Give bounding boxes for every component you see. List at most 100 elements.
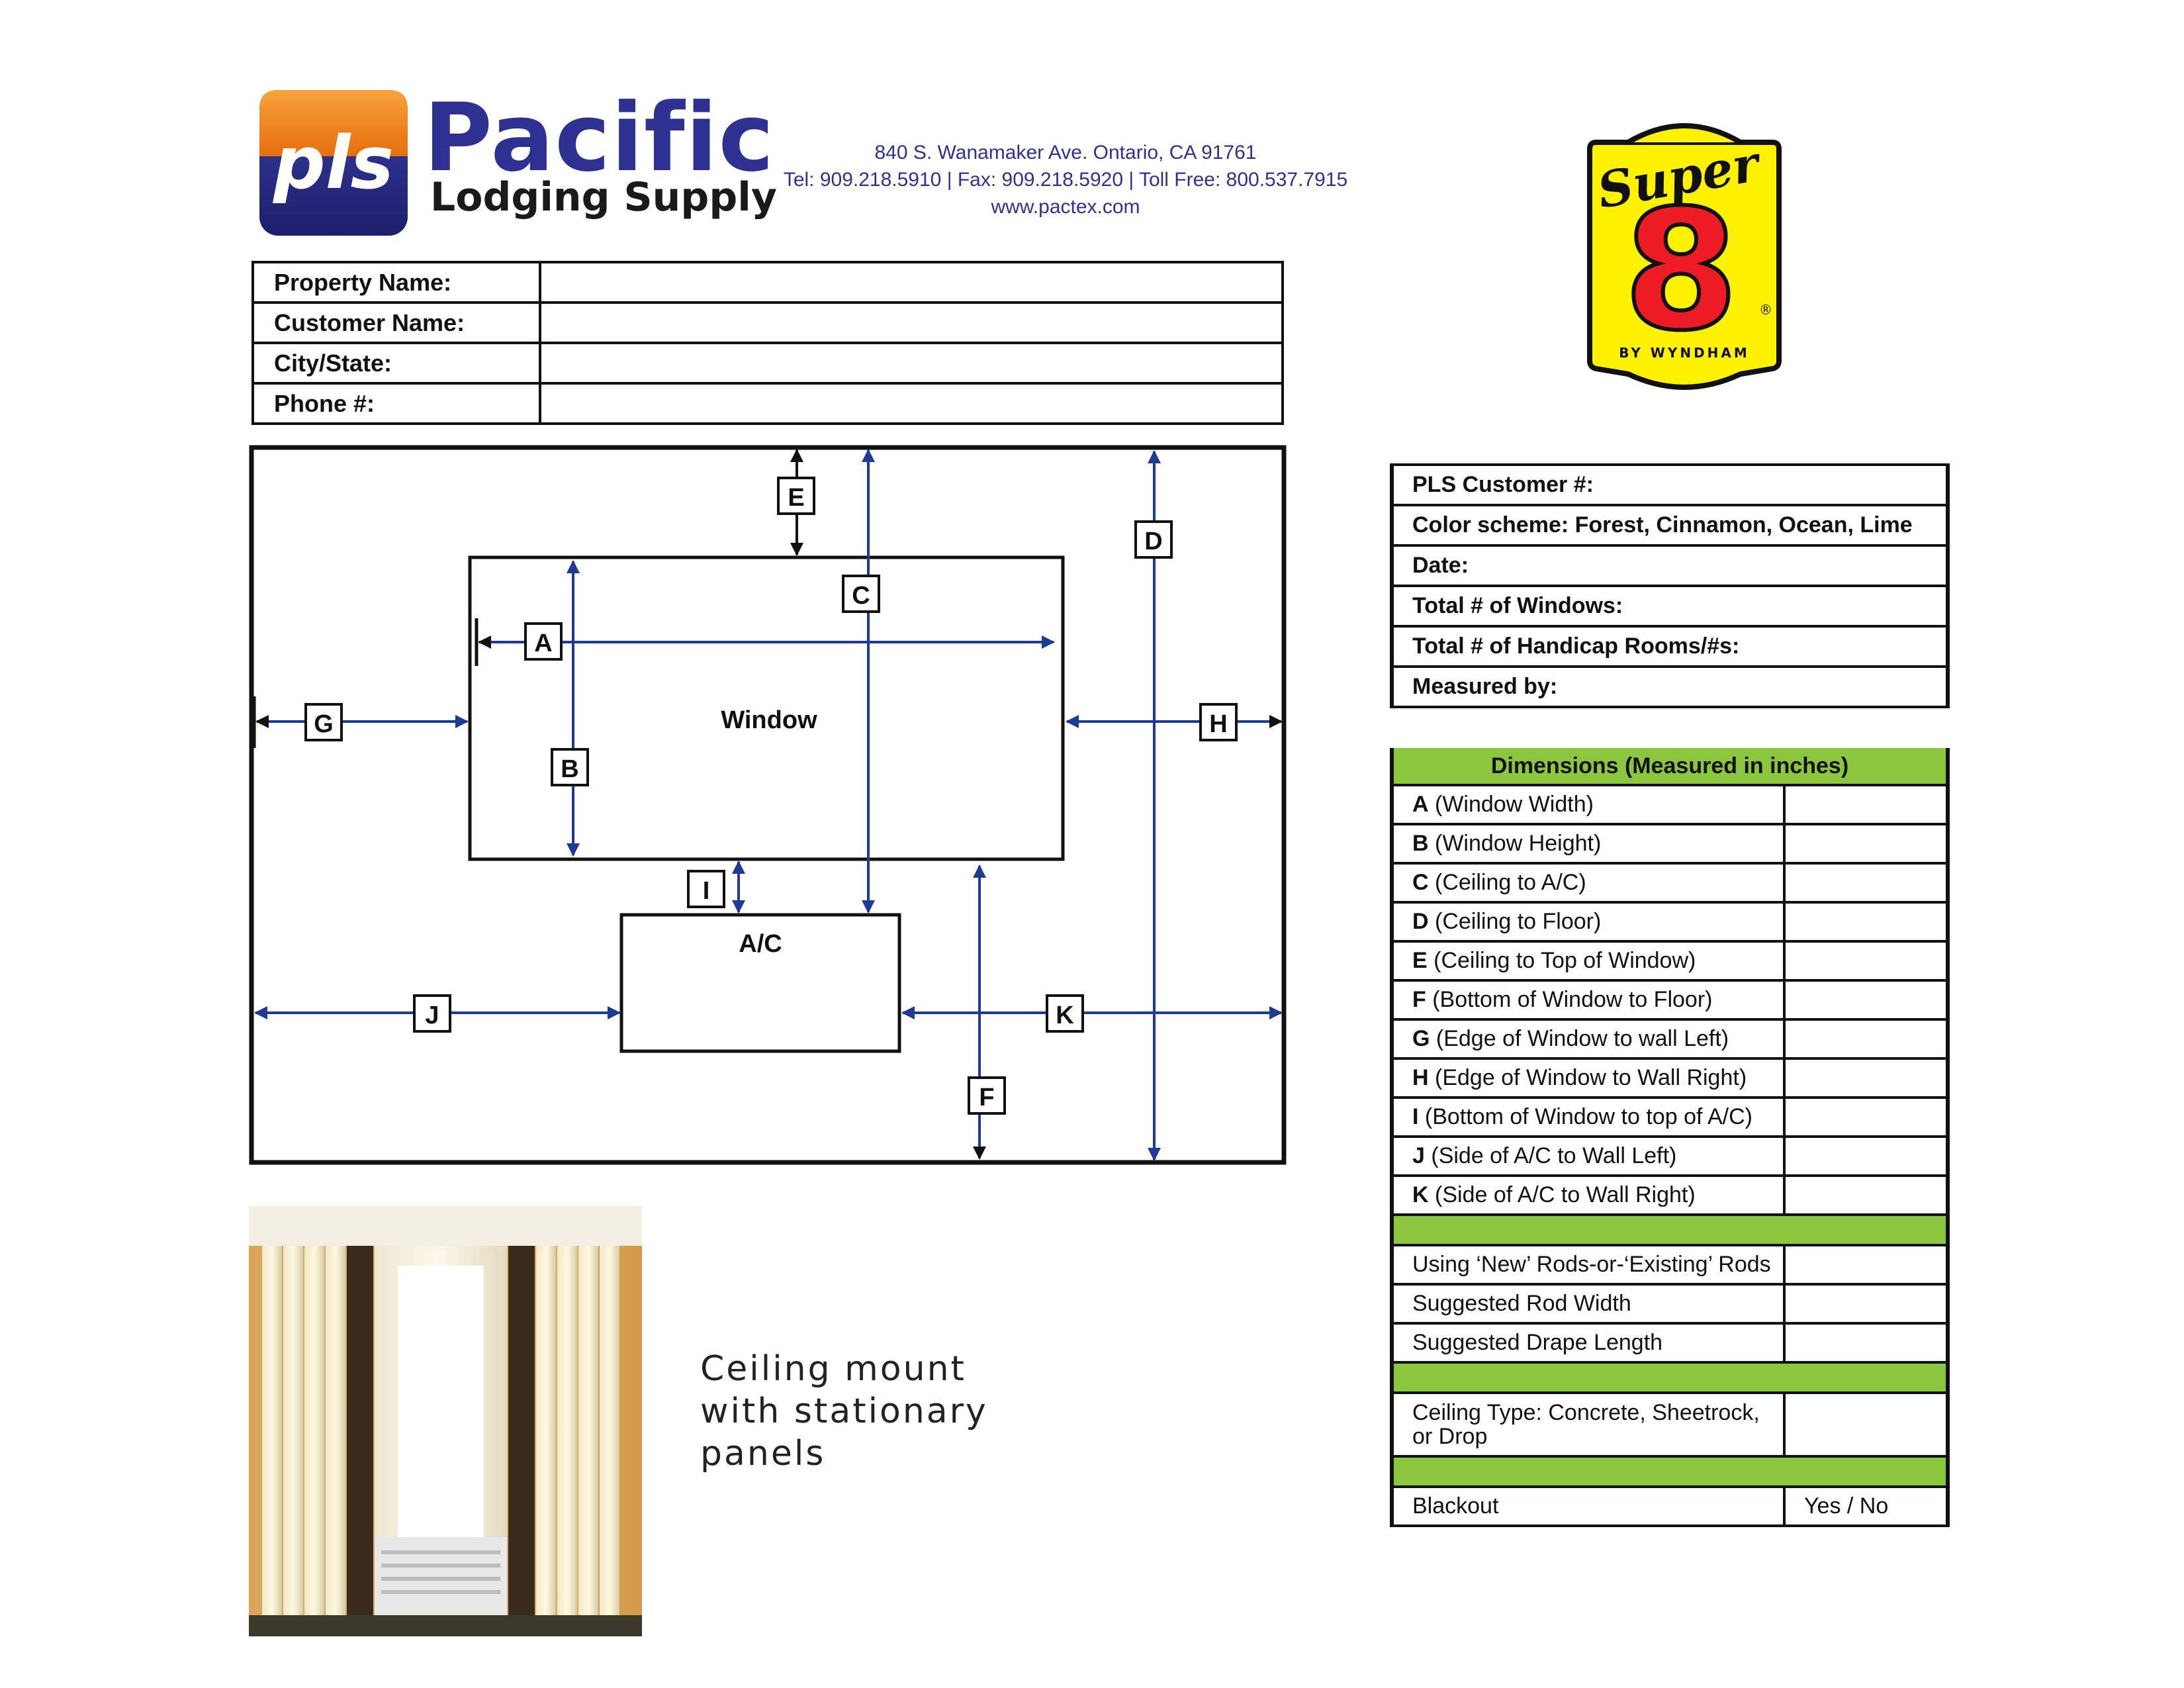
rods-label: Using ‘New’ Rods-or-‘Existing’ Rods <box>1390 1245 1786 1286</box>
form-row: Customer Name: <box>251 301 1284 344</box>
blackout-yes-no[interactable]: Yes / No <box>1784 1487 1950 1527</box>
dim-desc: (Window Width) <box>1428 792 1594 817</box>
ceiling-type-value[interactable] <box>1784 1393 1950 1458</box>
label-g: G <box>314 710 334 738</box>
customer-details-table: PLS Customer #: Color scheme: Forest, Ci… <box>1390 463 1950 708</box>
city-state-label: City/State: <box>251 342 541 385</box>
window-label: Window <box>721 706 817 734</box>
dim-letter: A <box>1412 792 1429 817</box>
section-divider <box>1390 1362 1950 1394</box>
dim-value-j[interactable] <box>1784 1137 1950 1177</box>
company-address-block: 840 S. Wanamaker Ave. Ontario, CA 91761 … <box>768 139 1363 220</box>
dim-desc: (Ceiling to A/C) <box>1428 870 1586 895</box>
dim-letter: E <box>1412 948 1428 973</box>
dim-letter: C <box>1412 870 1429 895</box>
website-link[interactable]: www.pactex.com <box>991 196 1140 218</box>
label-f: F <box>979 1084 994 1111</box>
label-d: D <box>1144 528 1162 555</box>
customer-name-field[interactable] <box>539 301 1284 344</box>
pls-mark-text: pls <box>272 120 394 205</box>
label-k: K <box>1056 1002 1074 1029</box>
dim-value-d[interactable] <box>1784 902 1950 943</box>
dim-value-a[interactable] <box>1784 785 1950 825</box>
dim-desc: (Edge of Window to Wall Right) <box>1428 1065 1747 1090</box>
phone-label: Phone #: <box>251 382 541 425</box>
table-row: J (Side of A/C to Wall Left) <box>1390 1137 1950 1177</box>
table-row: K (Side of A/C to Wall Right) <box>1390 1176 1950 1216</box>
brand-name: Pacific <box>424 83 775 193</box>
label-e: E <box>788 484 804 512</box>
dim-letter: B <box>1412 831 1429 856</box>
rods-value[interactable] <box>1784 1245 1950 1286</box>
super8-tagline: BY WYNDHAM <box>1619 345 1750 361</box>
dim-letter: F <box>1412 987 1426 1012</box>
label-c: C <box>852 582 870 610</box>
table-row: A (Window Width) <box>1390 785 1950 825</box>
measurement-diagram: Window A/C E C D <box>249 445 1287 1165</box>
city-state-field[interactable] <box>539 342 1284 385</box>
label-b: B <box>561 755 578 783</box>
dim-value-b[interactable] <box>1784 824 1950 865</box>
handicap-rooms-field[interactable]: Total # of Handicap Rooms/#s: <box>1390 625 1950 668</box>
pls-customer-number-field[interactable]: PLS Customer #: <box>1390 463 1950 506</box>
property-name-label: Property Name: <box>251 261 541 304</box>
caption-line: Ceiling mount <box>700 1349 966 1389</box>
label-j: J <box>425 1002 439 1029</box>
table-row: F (Bottom of Window to Floor) <box>1390 980 1950 1021</box>
drapery-photo <box>249 1206 642 1636</box>
contact-line: Tel: 909.218.5910 | Fax: 909.218.5920 | … <box>783 169 1348 191</box>
dimensions-title: Dimensions (Measured in inches) <box>1390 748 1950 786</box>
dim-value-h[interactable] <box>1784 1058 1950 1099</box>
drape-length-value[interactable] <box>1784 1323 1950 1364</box>
property-name-field[interactable] <box>539 261 1284 304</box>
table-row: Ceiling Type: Concrete, Sheetrock, or Dr… <box>1390 1393 1950 1458</box>
total-windows-field[interactable]: Total # of Windows: <box>1390 585 1950 628</box>
table-row: D (Ceiling to Floor) <box>1390 902 1950 943</box>
dim-desc: (Window Height) <box>1428 831 1602 856</box>
table-row: C (Ceiling to A/C) <box>1390 863 1950 904</box>
table-row: B (Window Height) <box>1390 824 1950 865</box>
dim-desc: (Ceiling to Floor) <box>1428 909 1602 934</box>
address-line: 840 S. Wanamaker Ave. Ontario, CA 91761 <box>874 142 1257 164</box>
measured-by-field[interactable]: Measured by: <box>1390 665 1950 708</box>
phone-field[interactable] <box>539 382 1284 425</box>
brand-subname: Lodging Supply <box>430 174 777 220</box>
caption-line: panels <box>700 1434 826 1474</box>
section-divider <box>1390 1215 1950 1246</box>
dim-letter: J <box>1412 1143 1425 1168</box>
customer-name-label: Customer Name: <box>251 301 541 344</box>
dim-value-c[interactable] <box>1784 863 1950 904</box>
dim-value-f[interactable] <box>1784 980 1950 1021</box>
dim-value-k[interactable] <box>1784 1176 1950 1216</box>
dim-desc: (Ceiling to Top of Window) <box>1427 948 1696 973</box>
form-row: City/State: <box>251 342 1284 385</box>
table-row: Suggested Drape Length <box>1390 1323 1950 1364</box>
dim-desc: (Side of A/C to Wall Left) <box>1424 1143 1677 1168</box>
dim-value-i[interactable] <box>1784 1098 1950 1138</box>
dim-desc: (Side of A/C to Wall Right) <box>1428 1182 1696 1207</box>
form-row: Property Name: <box>251 261 1284 304</box>
date-field[interactable]: Date: <box>1390 544 1950 587</box>
ac-outline <box>619 913 901 1053</box>
dim-letter: D <box>1412 909 1429 934</box>
dimensions-table: Dimensions (Measured in inches) A (Windo… <box>1390 748 1950 1527</box>
dim-value-g[interactable] <box>1784 1019 1950 1060</box>
property-info-form: Property Name: Customer Name: City/State… <box>251 261 1284 425</box>
dim-letter: H <box>1412 1065 1429 1090</box>
caption-line: with stationary <box>700 1391 988 1431</box>
dim-letter: K <box>1412 1182 1429 1207</box>
dim-value-e[interactable] <box>1784 941 1950 982</box>
drape-length-label: Suggested Drape Length <box>1390 1323 1786 1364</box>
blackout-label: Blackout <box>1390 1487 1786 1527</box>
table-row: Using ‘New’ Rods-or-‘Existing’ Rods <box>1390 1245 1950 1286</box>
super8-logo: Super 8 ® BY WYNDHAM <box>1587 123 1782 390</box>
table-row: G (Edge of Window to wall Left) <box>1390 1019 1950 1060</box>
rod-width-value[interactable] <box>1784 1284 1950 1325</box>
color-scheme-field[interactable]: Color scheme: Forest, Cinnamon, Ocean, L… <box>1390 504 1950 547</box>
label-h: H <box>1209 710 1227 738</box>
super8-reg: ® <box>1759 302 1772 318</box>
dim-desc: (Edge of Window to wall Left) <box>1430 1026 1729 1051</box>
dim-letter: I <box>1412 1104 1419 1129</box>
wall-outline <box>249 445 1287 1165</box>
